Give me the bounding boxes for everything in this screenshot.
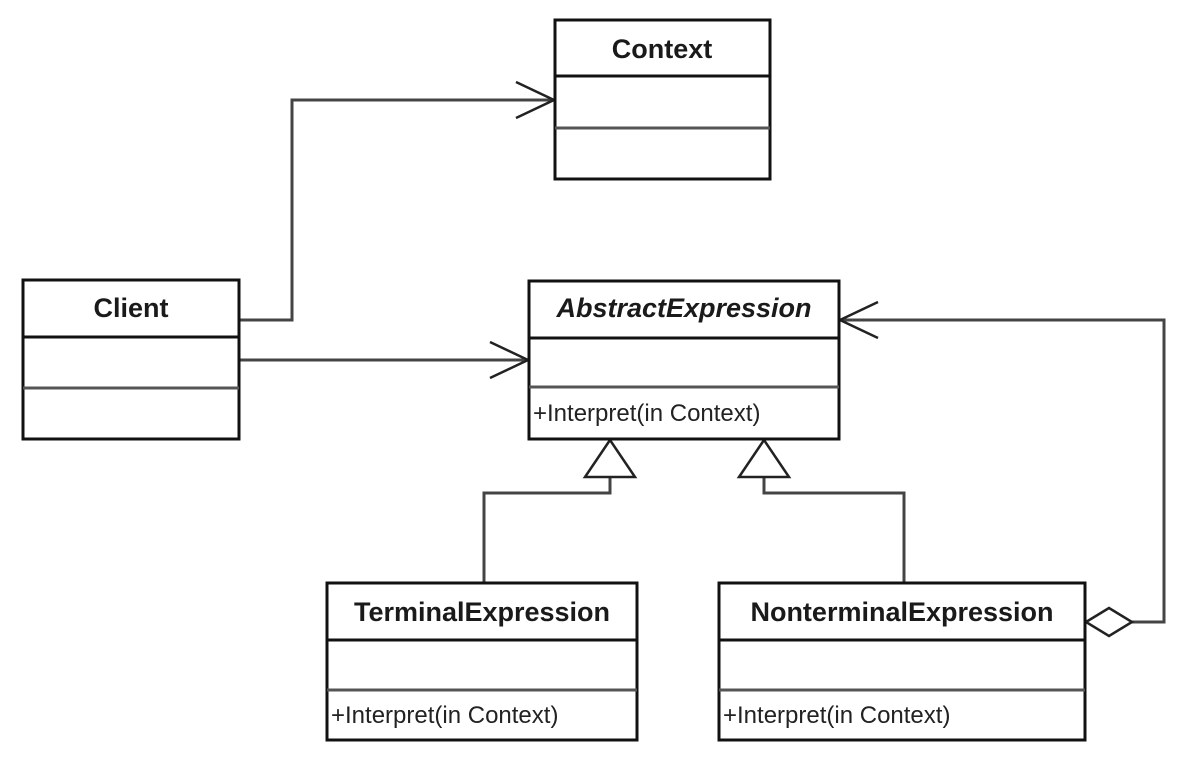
class-client: Client: [21, 278, 241, 441]
class-context: Context: [553, 18, 772, 181]
edge-client-context: [240, 80, 557, 322]
class-name: AbstractExpression: [555, 293, 811, 323]
class-nonterminal-expression: NonterminalExpression +Interpret(in Cont…: [717, 581, 1087, 742]
operation-interpret: +Interpret(in Context): [533, 400, 760, 427]
generalization-triangle: [736, 437, 792, 479]
class-terminal-expression: TerminalExpression +Interpret(in Context…: [325, 581, 639, 742]
class-name: NonterminalExpression: [750, 597, 1053, 627]
class-name: TerminalExpression: [354, 597, 610, 627]
operation-interpret: +Interpret(in Context): [723, 702, 950, 729]
edge-nonterminal-generalization: [736, 437, 906, 583]
class-abstract-expression: AbstractExpression +Interpret(in Context…: [527, 279, 841, 441]
aggregation-diamond: [1083, 606, 1135, 638]
class-name: Client: [93, 293, 168, 323]
generalization-triangle: [582, 437, 638, 479]
operation-interpret: +Interpret(in Context): [331, 702, 558, 729]
edge-client-abstract-expression: [240, 340, 531, 380]
edge-terminal-generalization: [482, 437, 638, 583]
class-name: Context: [612, 34, 713, 64]
